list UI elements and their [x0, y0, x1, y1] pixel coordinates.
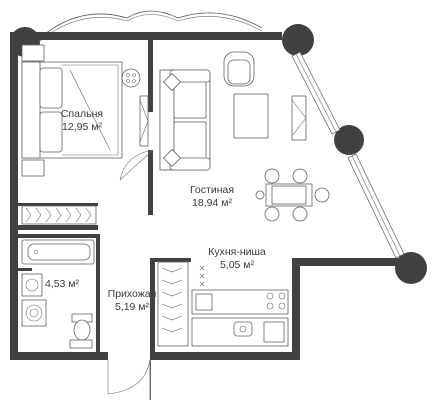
coffee-table: [233, 93, 269, 139]
top-window-arcs: [39, 10, 263, 42]
room-area: 5,05 м²: [219, 259, 255, 271]
entrance-door: [107, 359, 151, 400]
room-name: Гостиная: [189, 184, 235, 196]
room-label-bedroom: Спальня 12,95 м²: [52, 108, 112, 134]
room-label-bath: 4,53 м²: [40, 278, 84, 291]
interior-walls: [18, 40, 191, 352]
bedroom-tv-stand: [139, 95, 149, 147]
dining-set: [255, 168, 330, 222]
room-name: Кухня-ниша: [208, 246, 266, 258]
bathtub: [21, 239, 95, 265]
living-tv-stand: [291, 95, 307, 141]
columns: [10, 24, 427, 284]
room-area: 12,95 м²: [62, 121, 102, 133]
room-name: Спальня: [60, 108, 104, 120]
kitchen-vent-icon: [199, 265, 205, 287]
armchair: [223, 51, 255, 87]
room-name: Прихожая: [107, 288, 157, 300]
room-label-living: Гостиная 18,94 м²: [180, 184, 244, 210]
washing-machine: [21, 299, 47, 327]
room-area: 4,53 м²: [44, 278, 80, 290]
washbasin: [21, 273, 43, 297]
room-label-kitchen: Кухня-ниша 5,05 м²: [204, 246, 270, 272]
bedroom-door: [119, 149, 154, 181]
diagonal-window: [291, 51, 405, 259]
bedside-tables: [21, 44, 141, 177]
wardrobe: [21, 205, 97, 225]
kitchen-counter: [191, 289, 289, 347]
towel-rail: [69, 339, 93, 349]
toilet: [71, 313, 93, 341]
hall-wardrobe: [157, 261, 189, 347]
room-area: 5,19 м²: [114, 301, 150, 313]
room-label-hall: Прихожая 5,19 м²: [104, 288, 160, 314]
room-area: 18,94 м²: [192, 197, 232, 209]
sofa: [159, 69, 211, 171]
bed: [21, 61, 123, 159]
